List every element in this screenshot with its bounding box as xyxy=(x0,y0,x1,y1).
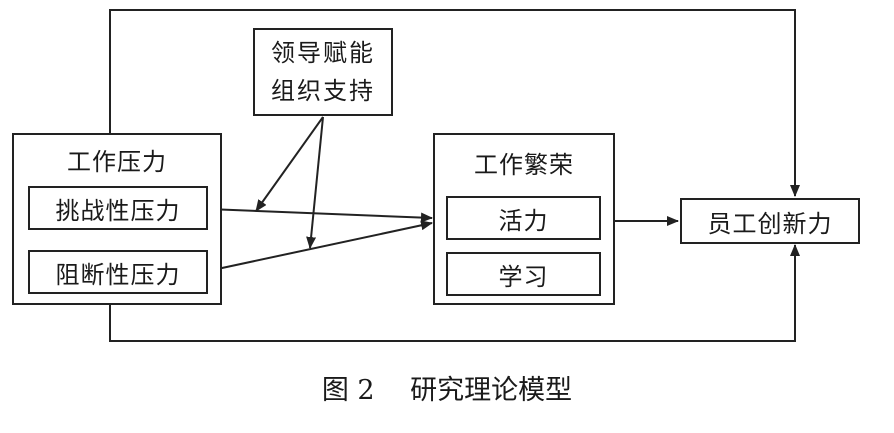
top-feedback-path xyxy=(109,9,800,197)
hindrance-to-thriving-arrow xyxy=(207,220,433,272)
moderator-box: 领导赋能 组织支持 xyxy=(253,28,393,116)
learning-label: 学习 xyxy=(498,262,549,291)
hindrance-pressure-box: 阻断性压力 xyxy=(28,250,208,294)
employee-innovation-box: 员工创新力 xyxy=(680,198,860,244)
vitality-box: 活力 xyxy=(446,196,601,240)
thriving-at-work-title: 工作繁荣 xyxy=(474,151,574,179)
figure-caption: 图 2 研究理论模型 xyxy=(321,375,573,406)
moderator-to-challenge-path-arrow xyxy=(255,116,324,212)
challenge-to-thriving-arrow xyxy=(207,208,433,223)
hindrance-pressure-label: 阻断性压力 xyxy=(55,260,181,289)
moderator-label-organizational-support: 组织支持 xyxy=(271,77,375,105)
moderator-label-leader-empowerment: 领导赋能 xyxy=(271,39,375,67)
challenge-pressure-label: 挑战性压力 xyxy=(55,196,181,225)
employee-innovation-label: 员工创新力 xyxy=(707,209,833,238)
moderator-to-hindrance-path-arrow xyxy=(306,116,324,249)
bottom-feedback-path xyxy=(109,244,800,342)
challenge-pressure-box: 挑战性压力 xyxy=(28,186,208,230)
work-pressure-title: 工作压力 xyxy=(67,148,167,176)
vitality-label: 活力 xyxy=(498,206,549,235)
learning-box: 学习 xyxy=(446,252,601,296)
